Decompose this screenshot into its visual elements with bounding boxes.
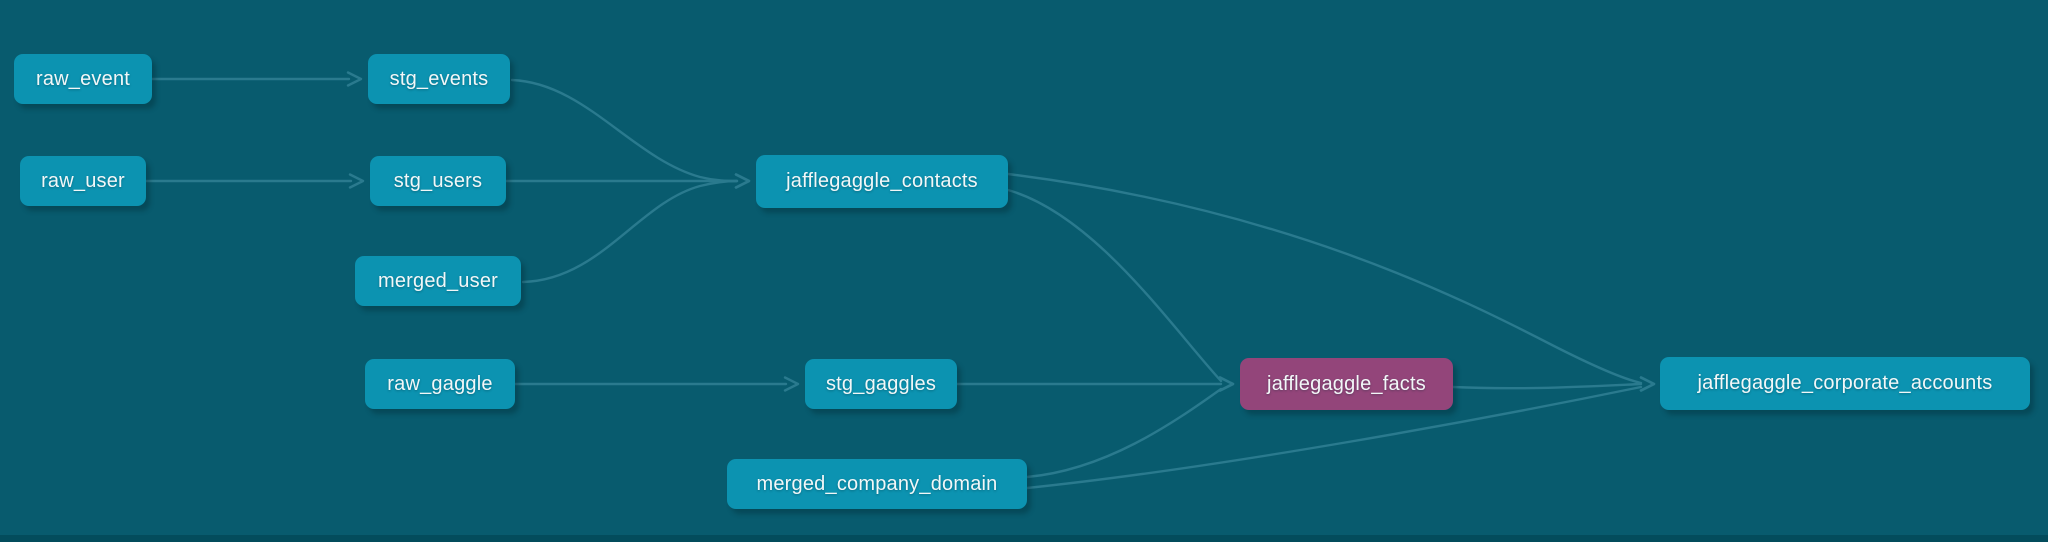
node-merged_company_domain[interactable]: merged_company_domain — [727, 459, 1027, 509]
node-stg_gaggles[interactable]: stg_gaggles — [805, 359, 957, 409]
node-raw_event[interactable]: raw_event — [14, 54, 152, 104]
node-stg_events[interactable]: stg_events — [368, 54, 510, 104]
edge-stg_users-to-jafflegaggle_contacts — [504, 173, 751, 189]
node-raw_user[interactable]: raw_user — [20, 156, 146, 206]
edge-stg_gaggles-to-jafflegaggle_facts — [955, 376, 1235, 392]
edge-merged_company_domain-to-jafflegaggle_corporate_accounts — [1025, 376, 1656, 490]
node-jafflegaggle_contacts[interactable]: jafflegaggle_contacts — [756, 155, 1008, 208]
edge-jafflegaggle_facts-to-jafflegaggle_corporate_accounts — [1451, 376, 1656, 392]
edge-raw_event-to-stg_events — [150, 71, 363, 87]
edge-stg_events-to-jafflegaggle_contacts — [510, 78, 751, 189]
arrowhead-icon — [783, 376, 800, 392]
edge-merged_user-to-jafflegaggle_contacts — [521, 173, 751, 284]
node-jafflegaggle_corporate_accounts[interactable]: jafflegaggle_corporate_accounts — [1660, 357, 2030, 410]
node-raw_gaggle[interactable]: raw_gaggle — [365, 359, 515, 409]
node-jafflegaggle_facts[interactable]: jafflegaggle_facts — [1240, 358, 1453, 410]
canvas-bottom-edge — [0, 535, 2048, 542]
arrowhead-icon — [348, 173, 365, 189]
node-merged_user[interactable]: merged_user — [355, 256, 521, 306]
edge-merged_company_domain-to-jafflegaggle_facts — [1025, 376, 1235, 479]
edge-raw_gaggle-to-stg_gaggles — [513, 376, 800, 392]
arrowhead-icon — [1218, 376, 1235, 392]
node-stg_users[interactable]: stg_users — [370, 156, 506, 206]
edge-raw_user-to-stg_users — [144, 173, 365, 189]
arrowhead-icon — [734, 173, 751, 189]
edge-jafflegaggle_contacts-to-jafflegaggle_facts — [1006, 188, 1235, 392]
arrowhead-icon — [1639, 376, 1656, 392]
arrowhead-icon — [346, 71, 363, 87]
